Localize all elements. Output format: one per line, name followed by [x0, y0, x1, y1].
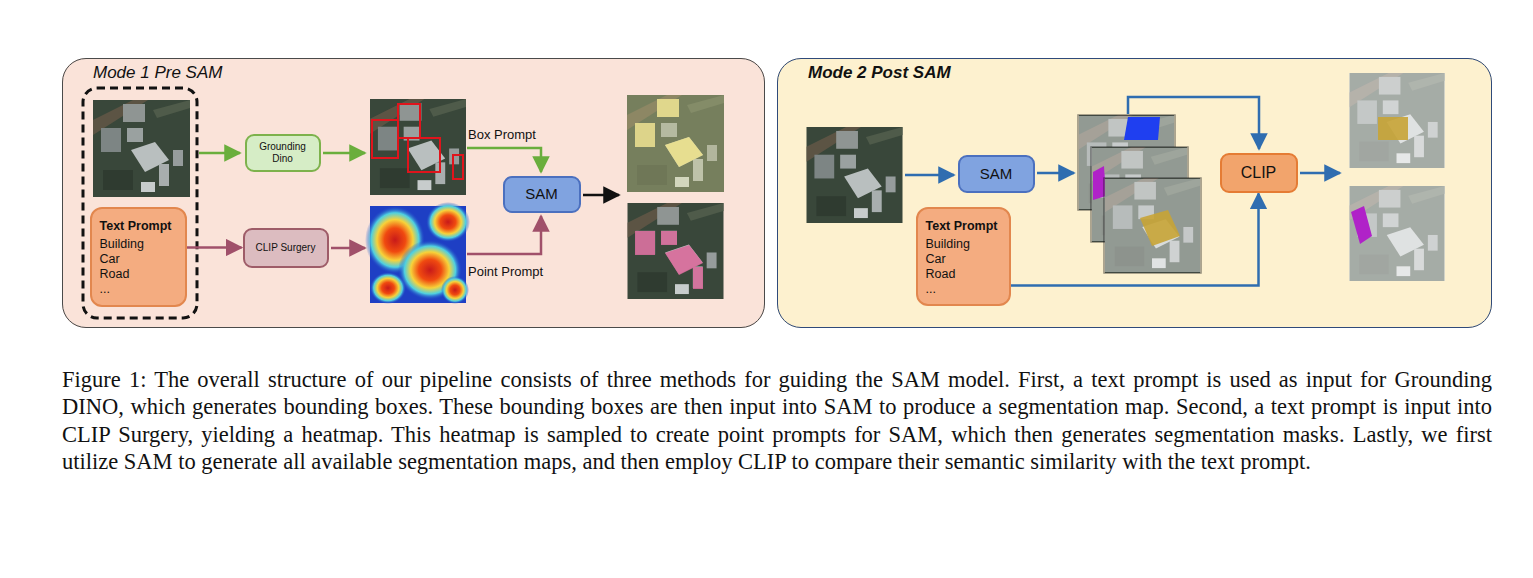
model-box: CLIP	[1220, 153, 1298, 193]
prompt-heading: Text Prompt	[100, 219, 172, 234]
model-box: Grounding Dino	[245, 134, 321, 172]
text-prompt-box: Text PromptBuildingCarRoad...	[90, 207, 187, 307]
prompt-item: Car	[926, 252, 946, 267]
box-label: SAM	[525, 185, 558, 203]
box-label: SAM	[980, 165, 1013, 183]
prompt-item: ...	[100, 282, 110, 297]
prompt-item: Road	[100, 267, 130, 282]
box-label: Grounding Dino	[253, 141, 313, 165]
mode-panel: Mode 2 Post SAM SAM Text PromptBuildingCar…	[777, 58, 1492, 328]
prompt-item: Car	[100, 252, 120, 267]
panel-heading: Mode 2 Post SAM	[808, 63, 951, 83]
prompt-heading: Text Prompt	[926, 219, 998, 234]
model-box: SAM	[503, 176, 581, 213]
panel-heading: Mode 1 Pre SAM	[93, 63, 222, 83]
figure-caption: Figure 1: The overall structure of our p…	[62, 366, 1492, 475]
mode-panel: Mode 1 Pre SAM Text PromptBuildingCarRoad…	[62, 58, 765, 328]
model-box: SAM	[958, 155, 1035, 193]
box-label: CLIP	[1241, 163, 1277, 182]
model-box: CLIP Surgery	[243, 228, 329, 268]
prompt-item: ...	[926, 282, 936, 297]
text-prompt-box: Text PromptBuildingCarRoad...	[916, 207, 1011, 306]
flow-arrow	[187, 246, 242, 249]
prompt-item: Road	[926, 267, 956, 282]
prompt-label: Point Prompt	[468, 264, 543, 279]
box-label: CLIP Surgery	[256, 242, 316, 254]
flow-arrow	[1011, 194, 1259, 286]
prompt-label: Box Prompt	[468, 127, 536, 142]
prompt-item: Building	[926, 237, 970, 252]
prompt-item: Building	[100, 237, 144, 252]
